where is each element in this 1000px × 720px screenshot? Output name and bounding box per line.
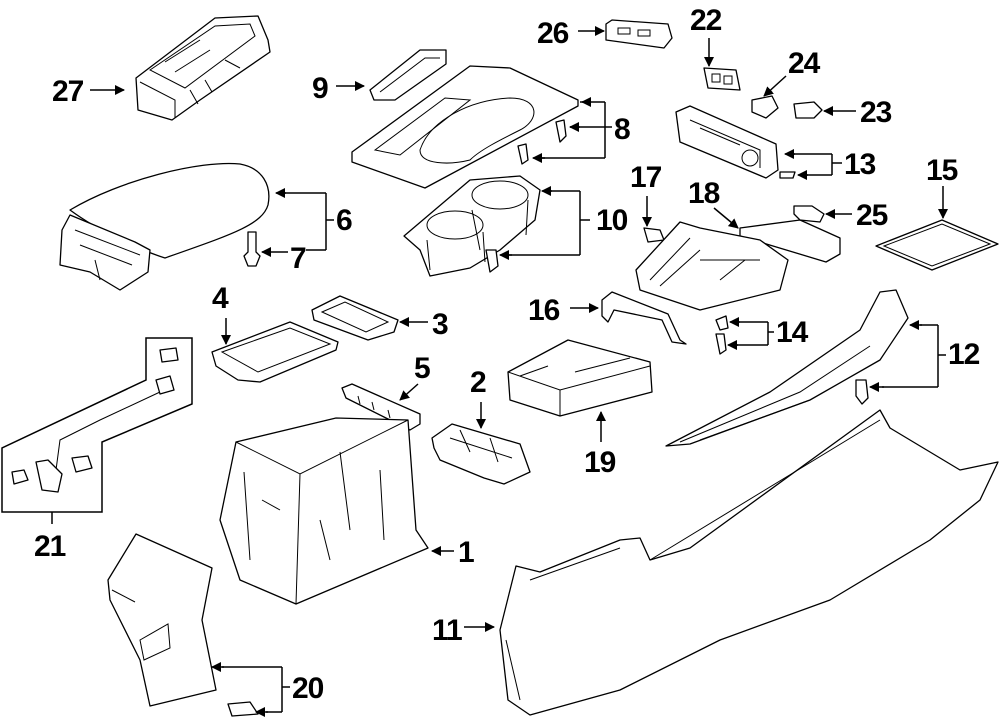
callout-22[interactable]: 22 [690, 4, 723, 67]
callout-13-label: 13 [844, 148, 876, 181]
leader-8 [535, 101, 612, 159]
callout-14[interactable]: 14 [727, 316, 810, 350]
callout-25-label: 25 [856, 199, 888, 232]
callout-3-label: 3 [432, 308, 448, 341]
callout-6[interactable]: 6 [275, 188, 353, 251]
part-4-tray[interactable] [211, 321, 339, 383]
callout-10[interactable]: 10 [499, 186, 629, 260]
part-10-cup-holder[interactable] [403, 175, 541, 277]
callout-23-label: 23 [860, 96, 892, 129]
callout-24-label: 24 [788, 47, 821, 80]
leader-18 [713, 207, 739, 229]
part-23-socket[interactable] [793, 101, 823, 119]
leader-10 [508, 190, 590, 256]
part-11-side-cover-panel[interactable] [499, 409, 999, 716]
callout-16[interactable]: 16 [528, 294, 599, 327]
callout-19-label: 19 [584, 446, 616, 479]
callout-18-label: 18 [688, 177, 720, 210]
part-14-clip[interactable] [715, 315, 729, 355]
leader-13 [792, 153, 842, 176]
leader-12 [882, 324, 946, 388]
part-19-control-module[interactable] [507, 339, 653, 417]
callout-11-label: 11 [432, 614, 462, 647]
callout-18[interactable]: 18 [688, 177, 739, 229]
part-13-control-switch-bezel[interactable] [675, 105, 796, 179]
callout-25[interactable]: 25 [825, 199, 889, 232]
callout-8[interactable]: 8 [532, 97, 631, 163]
part-21-wiring-harness[interactable] [1, 337, 193, 513]
part-12-upper-side-trim[interactable] [665, 289, 909, 447]
leader-20 [222, 666, 290, 713]
callout-21-label: 21 [34, 530, 66, 563]
callout-17-label: 17 [630, 161, 662, 194]
callout-1[interactable]: 1 [431, 536, 475, 569]
callout-9-label: 9 [312, 72, 328, 105]
callout-9[interactable]: 9 [312, 72, 365, 105]
callout-2[interactable]: 2 [470, 366, 487, 429]
part-24-connector[interactable] [751, 95, 779, 119]
part-25-usb-port[interactable] [793, 205, 825, 223]
callout-20[interactable]: 20 [211, 662, 325, 717]
part-6-armrest-lid[interactable] [59, 162, 270, 291]
callout-5[interactable]: 5 [399, 352, 431, 401]
part-3-tray-mat[interactable] [311, 295, 399, 341]
part-18-front-trim-strip[interactable] [635, 219, 841, 311]
leader-5 [399, 383, 419, 401]
part-20-rear-end-cover[interactable] [107, 533, 259, 717]
part-27-shifter-assembly[interactable] [135, 15, 271, 121]
callout-23[interactable]: 23 [823, 96, 893, 129]
callout-22-label: 22 [690, 4, 722, 37]
part-15-mat[interactable] [875, 219, 999, 271]
callout-21[interactable]: 21 [34, 512, 67, 563]
callout-15-label: 15 [926, 154, 958, 187]
part-8-shift-panel-bezel[interactable] [351, 65, 579, 189]
callout-26[interactable]: 26 [537, 17, 605, 50]
callout-11[interactable]: 11 [432, 614, 495, 647]
callout-7[interactable]: 7 [261, 242, 307, 275]
callout-4-label: 4 [212, 282, 229, 315]
callout-1-label: 1 [458, 536, 474, 569]
callout-20-label: 20 [292, 672, 324, 705]
part-2-bracket[interactable] [431, 423, 531, 485]
part-22-switch[interactable] [703, 67, 741, 91]
callout-15[interactable]: 15 [926, 154, 959, 219]
callout-26-label: 26 [537, 17, 569, 50]
callout-14-label: 14 [776, 316, 809, 349]
callout-16-label: 16 [528, 294, 560, 327]
callout-4[interactable]: 4 [212, 282, 231, 345]
part-7-bumper[interactable] [243, 231, 261, 267]
callout-6-label: 6 [336, 204, 352, 237]
callout-24[interactable]: 24 [763, 47, 822, 97]
leader-14 [736, 321, 774, 346]
leader-6 [284, 192, 334, 251]
part-26-switch-panel[interactable] [605, 19, 673, 49]
harness-box [1, 337, 193, 513]
callout-17[interactable]: 17 [630, 161, 663, 227]
callout-12[interactable]: 12 [869, 320, 981, 392]
callout-10-label: 10 [596, 204, 628, 237]
callout-27[interactable]: 27 [52, 75, 125, 108]
callout-8-label: 8 [614, 113, 630, 146]
callout-2-label: 2 [470, 366, 486, 399]
part-5-rail-bracket[interactable] [341, 383, 421, 431]
leader-24 [763, 75, 787, 97]
callout-27-label: 27 [52, 75, 84, 108]
callout-12-label: 12 [948, 338, 980, 371]
part-9-trim-panel[interactable] [369, 49, 447, 101]
callout-3[interactable]: 3 [399, 308, 449, 341]
part-16-bracket-rear[interactable] [601, 291, 687, 345]
part-17-clip-small[interactable] [643, 227, 665, 243]
callout-5-label: 5 [414, 352, 430, 385]
callout-19[interactable]: 19 [584, 411, 617, 479]
callout-7-label: 7 [290, 242, 306, 275]
callout-13[interactable]: 13 [784, 148, 877, 181]
part-1-console-base-frame[interactable] [219, 417, 429, 605]
